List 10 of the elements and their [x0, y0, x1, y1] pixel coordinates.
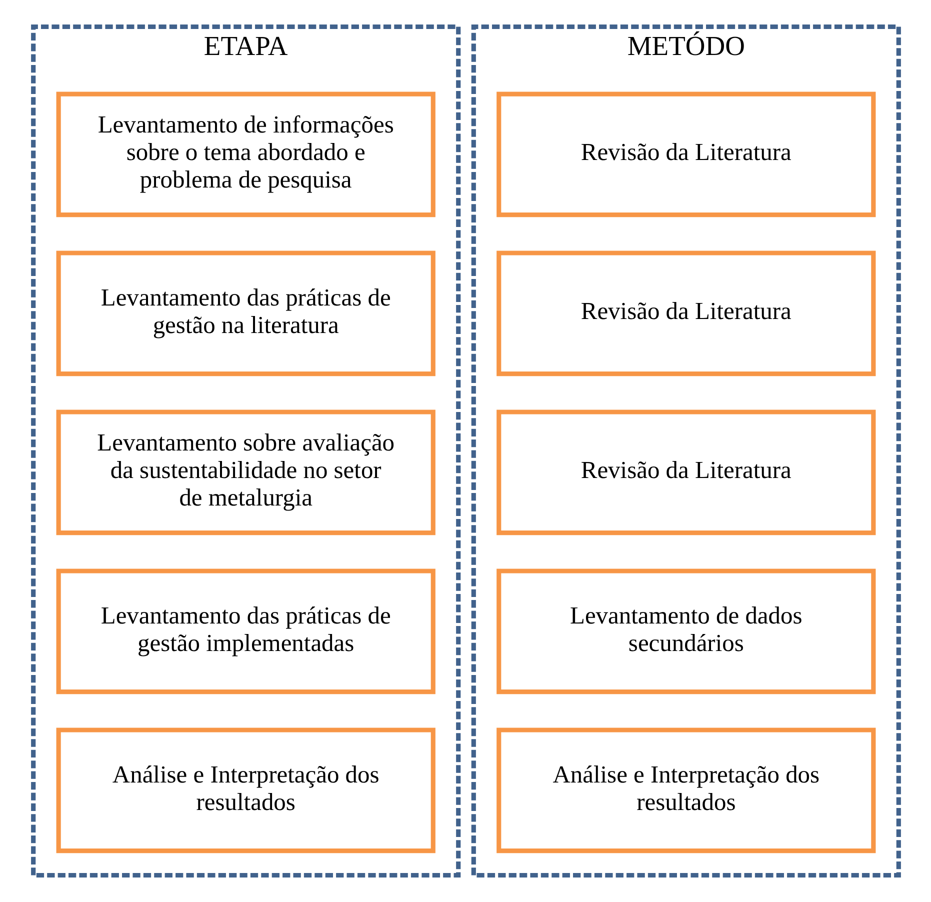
node-box: Levantamento das práticas de gestão na literatura [56, 250, 435, 376]
node-box: Revisão da Literatura [496, 410, 876, 536]
node-box: Levantamento de dados secundários [496, 568, 876, 694]
node-box: Levantamento das práticas de gestão implementadas [56, 568, 435, 694]
node-box: Análise e Interpretação dos resultados [496, 728, 876, 854]
node-box: Análise e Interpretação dos resultados [56, 728, 435, 854]
node-box: Revisão da Literatura [496, 92, 876, 218]
node-box: Levantamento de informações sobre o tema abordado e problema de pesquisa [56, 92, 435, 218]
node-box: Levantamento sobre avaliação da sustentabilidade no setor de metalurgia [56, 410, 435, 536]
node-box: Revisão da Literatura [496, 250, 876, 376]
